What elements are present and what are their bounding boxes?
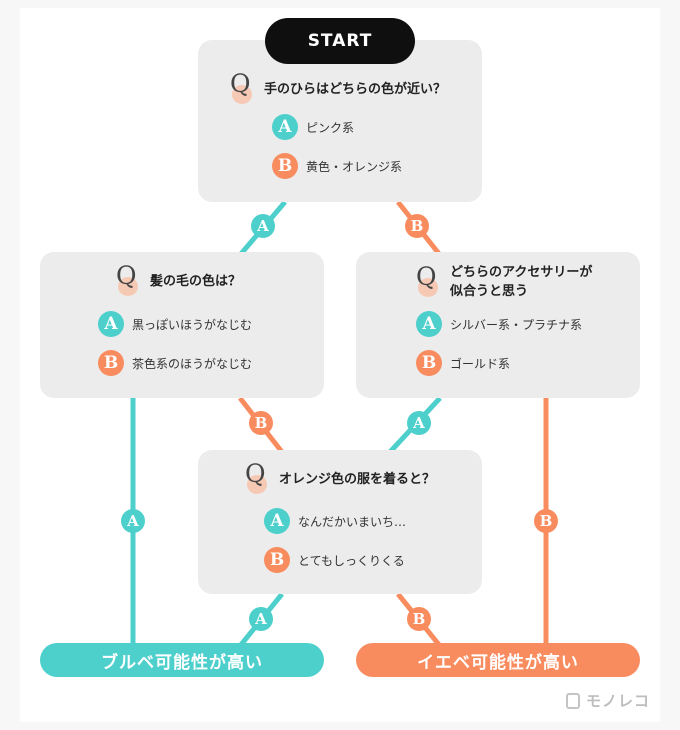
- answer-2b: B 茶色系のほうがなじむ: [98, 350, 252, 376]
- logo-text: モノレコ: [586, 692, 651, 710]
- answer-3a-text: シルバー系・プラチナ系: [450, 317, 583, 332]
- edge-badge-q2-b: B: [249, 411, 273, 435]
- question-1: Q 手のひらはどちらの色が近い？: [230, 71, 447, 104]
- answer-1a-text: ピンク系: [306, 120, 355, 135]
- edge-badge-q3-b: B: [534, 509, 558, 533]
- q-icon: Q: [230, 71, 258, 104]
- answer-1a: A ピンク系: [272, 114, 354, 140]
- edge-badge-q4-a: A: [249, 607, 273, 631]
- a-badge-icon: A: [416, 311, 442, 337]
- result-blue-base: ブルベ可能性が高い: [40, 643, 324, 677]
- question-4-text: オレンジ色の服を着ると？: [279, 471, 436, 487]
- edge-badge-q3-a: A: [407, 411, 431, 435]
- q-icon: Q: [245, 461, 273, 494]
- question-3: Q どちらのアクセサリーが 似合うと思う: [416, 263, 592, 301]
- a-badge-icon: A: [264, 508, 290, 534]
- b-badge-icon: B: [98, 350, 124, 376]
- question-box-4: [198, 450, 482, 594]
- question-4: Q オレンジ色の服を着ると？: [245, 461, 436, 494]
- answer-4b: B とてもしっくりくる: [264, 547, 405, 573]
- answer-3b: B ゴールド系: [416, 350, 510, 376]
- question-2-text: 髪の毛の色は？: [150, 273, 242, 289]
- answer-4a: A なんだかいまいち…: [264, 508, 406, 534]
- a-badge-icon: A: [98, 311, 124, 337]
- q-icon: Q: [116, 263, 144, 296]
- answer-2a-text: 黒っぽいほうがなじむ: [132, 317, 253, 332]
- edge-badge-q1-a: A: [251, 214, 275, 238]
- answer-1b-text: 黄色・オレンジ系: [306, 159, 403, 174]
- edge-badge-q1-b: B: [405, 214, 429, 238]
- result-yellow-base: イエベ可能性が高い: [356, 643, 640, 677]
- a-badge-icon: A: [272, 114, 298, 140]
- question-box-2: [40, 252, 324, 398]
- question-box-1: [198, 40, 482, 202]
- question-3-line-2: 似合うと思う: [450, 284, 529, 299]
- question-2: Q 髪の毛の色は？: [116, 263, 242, 296]
- answer-4b-text: とてもしっくりくる: [298, 553, 405, 568]
- question-box-3: [356, 252, 640, 398]
- edge-badge-q2-a: A: [121, 509, 145, 533]
- b-badge-icon: B: [416, 350, 442, 376]
- start-badge: START: [265, 18, 415, 64]
- monoreco-logo: モノレコ: [566, 690, 650, 711]
- answer-2b-text: 茶色系のほうがなじむ: [132, 356, 253, 371]
- b-badge-icon: B: [272, 153, 298, 179]
- logo-icon: [566, 692, 580, 709]
- question-3-line-1: どちらのアクセサリーが: [450, 265, 593, 280]
- q-icon: Q: [416, 264, 444, 297]
- edge-badge-q4-b: B: [407, 607, 431, 631]
- answer-3a: A シルバー系・プラチナ系: [416, 311, 582, 337]
- answer-4a-text: なんだかいまいち…: [298, 514, 407, 529]
- answer-1b: B 黄色・オレンジ系: [272, 153, 402, 179]
- answer-2a: A 黒っぽいほうがなじむ: [98, 311, 252, 337]
- question-1-text: 手のひらはどちらの色が近い？: [264, 81, 447, 97]
- question-3-text: どちらのアクセサリーが 似合うと思う: [450, 263, 592, 301]
- b-badge-icon: B: [264, 547, 290, 573]
- answer-3b-text: ゴールド系: [450, 356, 511, 371]
